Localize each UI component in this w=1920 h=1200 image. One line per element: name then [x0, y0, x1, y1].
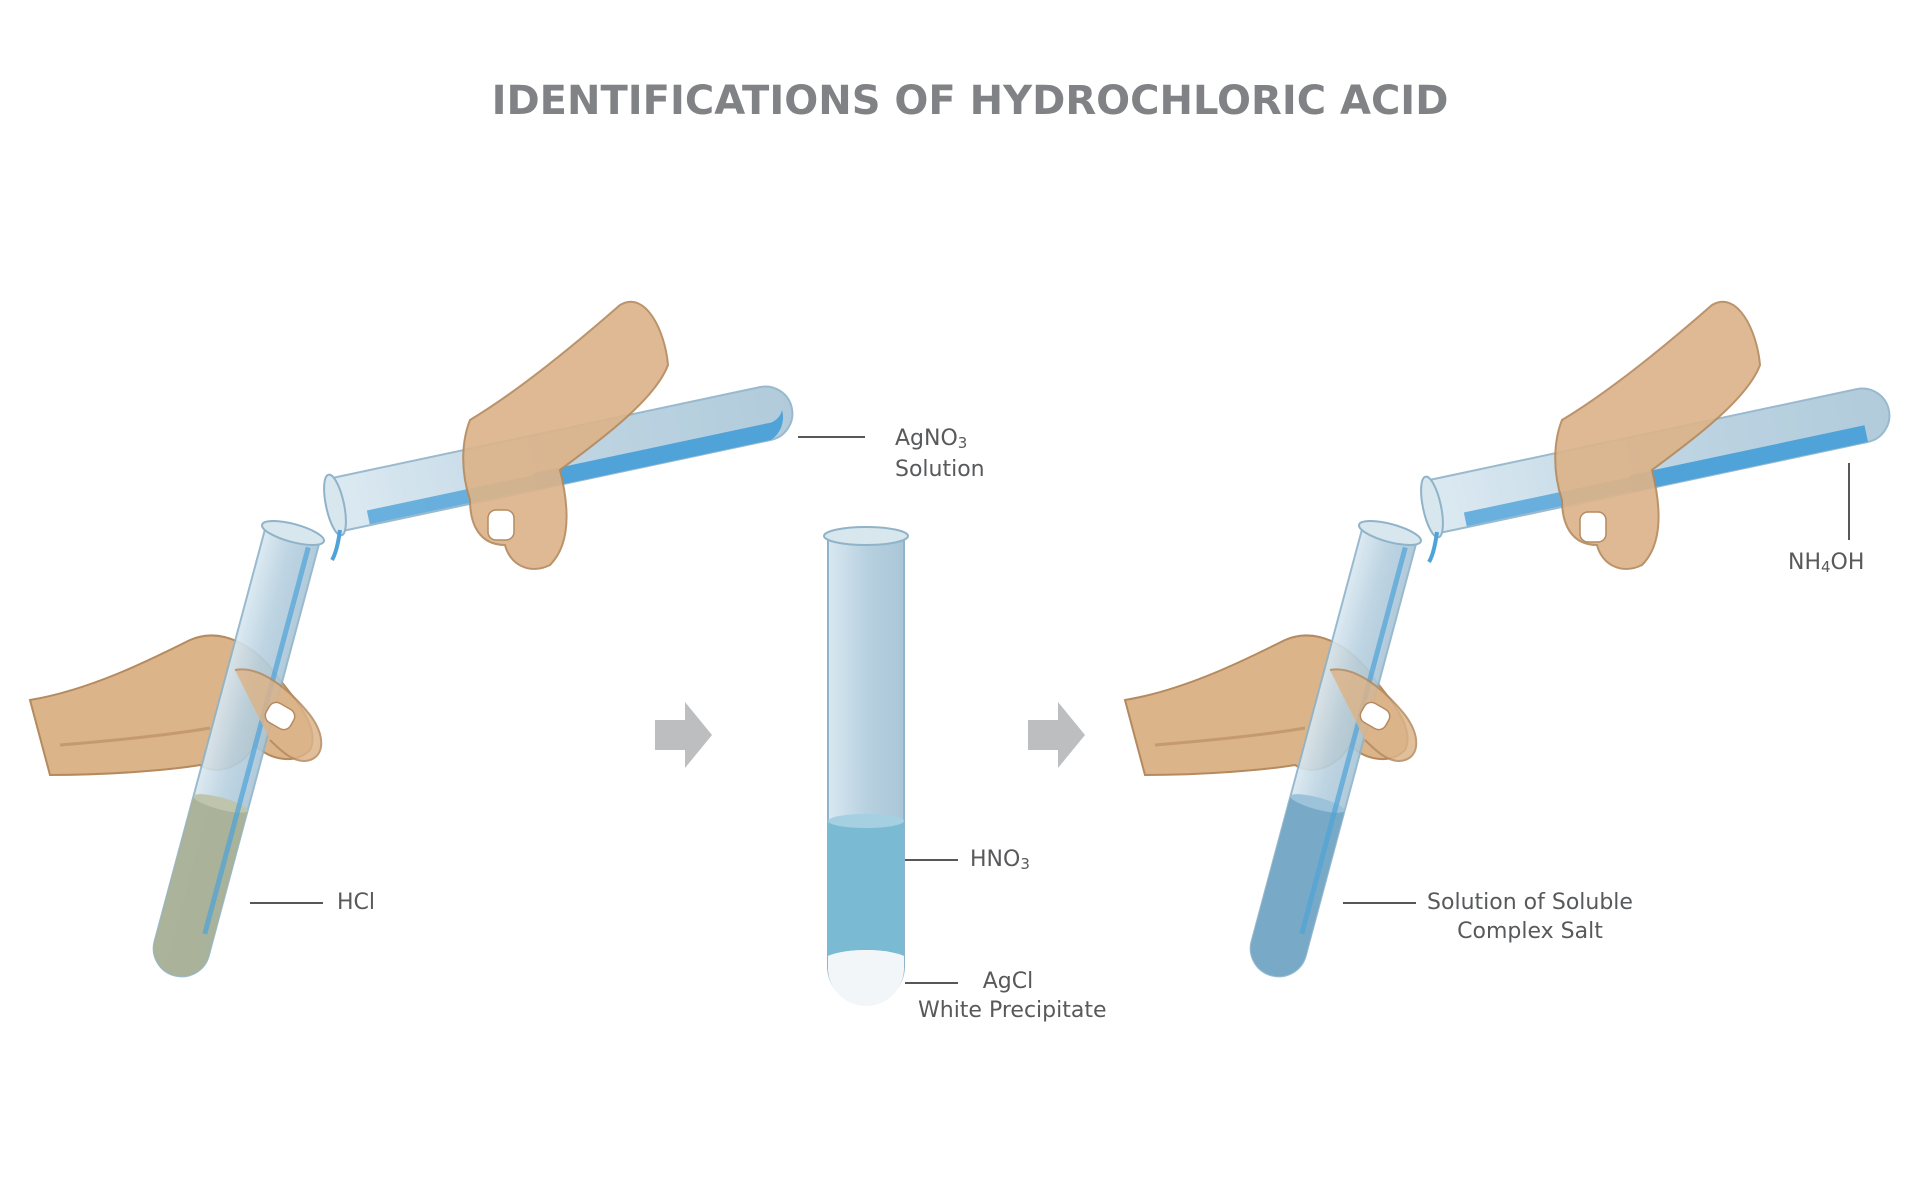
test-tube-hno3 [823, 526, 909, 1006]
hand-icon [1329, 668, 1418, 762]
label-nh4oh: NH4OH [1788, 550, 1865, 576]
hand-icon [234, 668, 323, 762]
pour-stream [1427, 531, 1439, 564]
leader-lines [250, 436, 1850, 984]
hand-icon [462, 300, 670, 570]
hand-icon [1554, 300, 1762, 570]
arrow-right-icon [1028, 702, 1085, 768]
test-tube-hcl [152, 519, 325, 978]
label-agno3: AgNO3 Solution [895, 426, 985, 482]
pour-stream [330, 529, 342, 562]
diagram-title: IDENTIFICATIONS OF HYDROCHLORIC ACID [491, 78, 1449, 124]
label-complex-salt: Solution of Soluble Complex Salt [1427, 890, 1633, 944]
test-tube-complex-salt [1249, 519, 1422, 978]
label-agcl: AgCl White Precipitate [918, 969, 1107, 1023]
label-hno3: HNO3 [970, 847, 1030, 873]
label-hcl: HCl [337, 890, 376, 915]
arrow-right-icon [655, 702, 712, 768]
